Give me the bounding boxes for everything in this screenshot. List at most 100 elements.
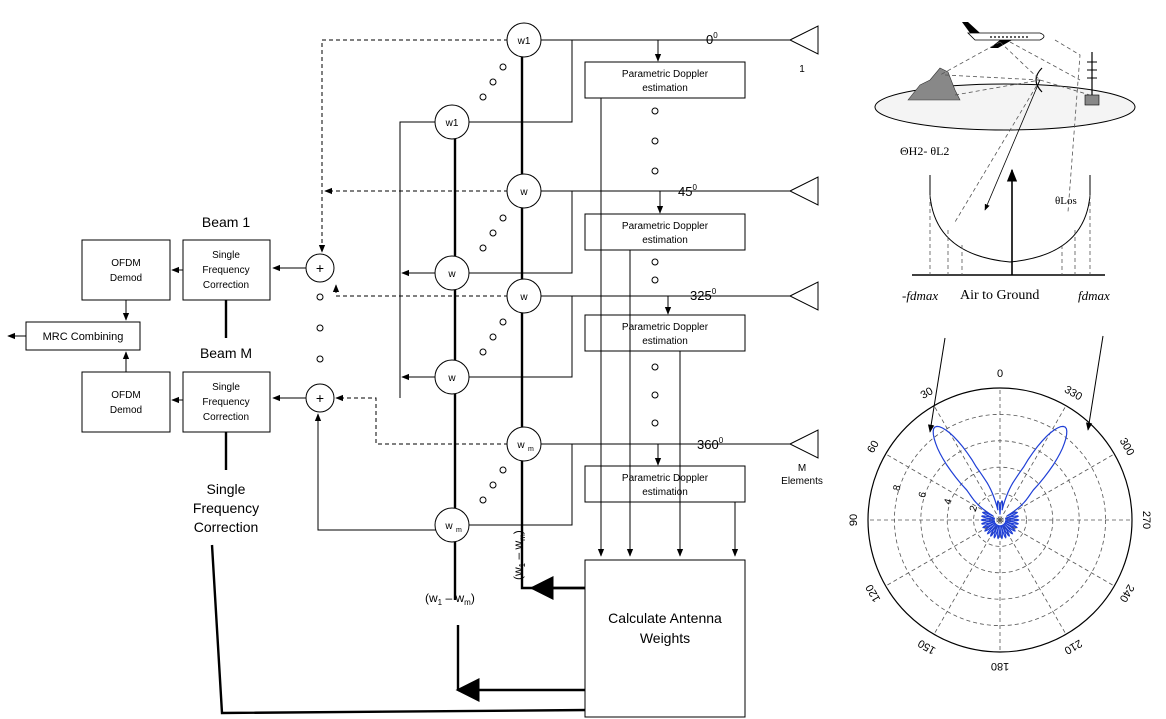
- polar-radial-label: 8: [892, 483, 904, 492]
- mrc-combining-block: [25, 321, 141, 351]
- antenna-elements-label: Elements: [781, 476, 823, 487]
- beam1-label: Beam 1: [202, 214, 250, 230]
- airplane-icon: [962, 22, 1045, 48]
- antenna-2: [788, 176, 819, 206]
- sfc-bottom-block: [182, 371, 271, 433]
- doppler-box-2: Parametric Doppler estimation: [584, 213, 746, 251]
- antenna-m: [788, 429, 819, 459]
- sum-plus-bottom: +: [316, 390, 324, 406]
- polar-angle-label: 0: [997, 368, 1003, 380]
- weight-label: w: [519, 292, 528, 303]
- doppler-line1: Parametric Doppler: [622, 473, 709, 484]
- sfc-top-line3: Correction: [203, 280, 249, 291]
- polar-spoke: [999, 453, 1115, 521]
- sfc-top-line1: Single: [212, 250, 240, 261]
- calculate-weights-block: [584, 559, 746, 718]
- polar-angle-label: 30: [919, 385, 936, 402]
- doppler-box-4: Parametric Doppler estimation: [584, 465, 746, 503]
- weight-w1-right: w1: [506, 22, 542, 58]
- weight-sub: m: [528, 446, 534, 453]
- range-label-horizontal: (w1 – wm): [425, 591, 475, 607]
- doppler-line2: estimation: [642, 83, 688, 94]
- doppler-box-3: Parametric Doppler estimation: [584, 314, 746, 352]
- weight-w1-left: w1: [434, 104, 470, 140]
- angle-45: 450: [678, 183, 697, 199]
- weight-sub: m: [456, 527, 462, 534]
- antenna-3: [788, 281, 819, 311]
- dot-chains: [479, 63, 507, 504]
- ground-station-icon: [1084, 52, 1100, 106]
- sfc-side-line3: Correction: [194, 519, 259, 535]
- doppler-line1: Parametric Doppler: [622, 322, 709, 333]
- angle-325: 3250: [690, 287, 717, 303]
- mountain-icon: [907, 67, 961, 101]
- polar-spoke: [885, 519, 1001, 587]
- ofdm-bottom-line1: OFDM: [111, 390, 140, 401]
- ofdm-top-line2: Demod: [110, 273, 142, 284]
- sfc-bottom-line3: Correction: [203, 412, 249, 423]
- sfc-bottom-line2: Frequency: [202, 397, 249, 408]
- polar-spoke: [999, 519, 1115, 587]
- polar-angle-label: 180: [991, 660, 1009, 672]
- angle-0: 00: [706, 31, 718, 47]
- theta-los-label: θLos: [1055, 195, 1077, 207]
- polar-angle-label: 120: [864, 582, 884, 604]
- polar-spoke: [999, 405, 1067, 521]
- polar-angle-label: 330: [1062, 384, 1084, 404]
- polar-arrow: [927, 337, 946, 433]
- polar-ring: [973, 493, 1027, 547]
- polar-angle-label: 60: [865, 439, 882, 456]
- polar-arrow: [1085, 335, 1104, 431]
- sum-plus-top: +: [316, 260, 324, 276]
- antenna-1-label: 1: [799, 64, 805, 75]
- doppler-line1: Parametric Doppler: [622, 69, 709, 80]
- weight-label: w1: [517, 36, 531, 47]
- doppler-line1: Parametric Doppler: [622, 221, 709, 232]
- doppler-line2: estimation: [642, 235, 688, 246]
- weight-label: w: [516, 440, 525, 451]
- angle-360: 3600: [697, 436, 724, 452]
- weight-label: w1: [445, 118, 459, 129]
- doppler-box-1: Parametric Doppler estimation: [584, 61, 746, 99]
- air-to-ground-label: Air to Ground: [960, 288, 1039, 303]
- polar-pattern-curve: [932, 425, 1068, 540]
- beamm-label: Beam M: [200, 345, 252, 361]
- sfc-top-line2: Frequency: [202, 265, 249, 276]
- polar-angle-label: 240: [1117, 582, 1137, 604]
- polar-spoke: [885, 453, 1001, 521]
- antenna-1: [788, 25, 819, 55]
- doppler-line2: estimation: [642, 336, 688, 347]
- ofdm-bottom-line2: Demod: [110, 405, 142, 416]
- polar-angle-label: 150: [916, 637, 938, 657]
- antenna-m-label: M: [798, 463, 806, 474]
- polar-angle-label: 210: [1062, 637, 1084, 657]
- weight-wm-left: w m: [434, 507, 470, 543]
- range-label-vertical: (w1 – wm): [511, 530, 527, 580]
- polar-radial-label: 4: [943, 497, 955, 506]
- doppler-dots: [651, 107, 659, 427]
- sfc-top-block: [182, 239, 271, 301]
- weight-wm-right: w m: [506, 426, 542, 462]
- polar-angle-label: 300: [1117, 436, 1137, 458]
- weight-w-right-3: w: [506, 278, 542, 314]
- polar-radial-label: 2: [968, 504, 980, 513]
- weight-w-left-2: w: [434, 255, 470, 291]
- air-to-ground-scene: [874, 22, 1136, 223]
- weight-w-left-3: w: [434, 359, 470, 395]
- doppler-spectrum: ΘH2- θL2 θLos -fdmax Air to Ground fdmax: [900, 144, 1110, 303]
- calc-line1: Calculate Antenna: [608, 610, 722, 626]
- fdmax-neg-label: -fdmax: [902, 288, 938, 303]
- weight-label: w: [447, 373, 456, 384]
- polar-angle-label: 270: [1140, 511, 1152, 529]
- fdmax-pos-label: fdmax: [1078, 288, 1110, 303]
- doppler-line2: estimation: [642, 487, 688, 498]
- theta-h2-label: ΘH2- θL2: [900, 144, 949, 158]
- ofdm-top-line1: OFDM: [111, 258, 140, 269]
- ofdm-demod-bottom: [81, 371, 171, 433]
- polar-angle-label: 90: [848, 514, 860, 526]
- weight-label: w: [447, 269, 456, 280]
- polar-spoke: [933, 405, 1001, 521]
- calc-line2: Weights: [640, 630, 690, 646]
